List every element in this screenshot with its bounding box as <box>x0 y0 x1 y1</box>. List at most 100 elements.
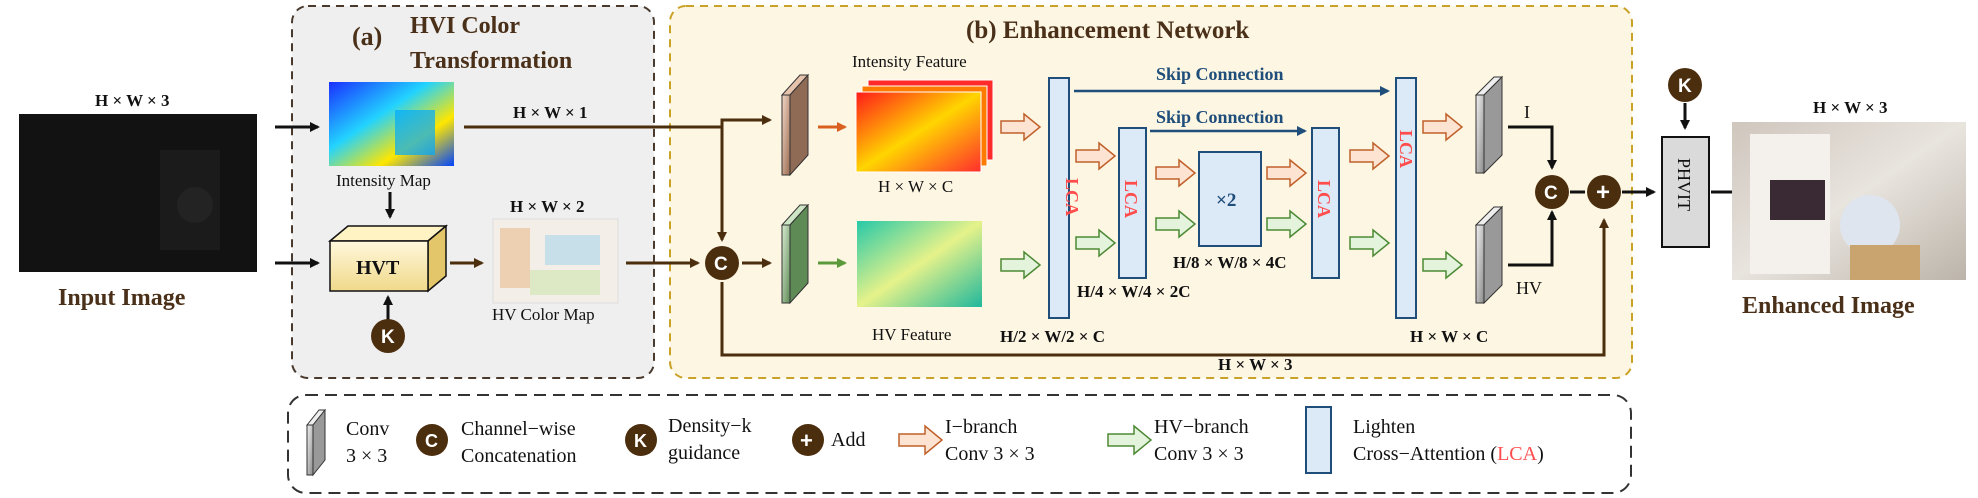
svg-text:K: K <box>381 327 395 348</box>
input-image <box>19 114 257 272</box>
lca-block-4 <box>1395 77 1417 319</box>
legend-density-1: Density−k <box>668 415 752 437</box>
concat-out-symbol: C <box>1535 175 1569 209</box>
hvbranch-conv-arrow-2 <box>1075 228 1117 258</box>
bottom-dims: H × W × 3 <box>1218 355 1292 374</box>
legend-lca-2b: LCA <box>1497 443 1538 465</box>
svg-text:C: C <box>714 254 728 275</box>
x2-label: ×2 <box>1216 190 1236 211</box>
legend-lca-2: Cross−Attention (LCA) <box>1353 443 1544 465</box>
x2-block <box>1198 151 1262 247</box>
concat-symbol: C <box>705 246 739 280</box>
panel-a-label: (a) <box>352 22 382 51</box>
arrow-i-to-concat-out <box>1508 125 1557 170</box>
skip-connection-2-label: Skip Connection <box>1156 107 1284 127</box>
hvbranch-conv-arrow-5 <box>1349 228 1391 258</box>
legend-conv-2: 3 × 3 <box>346 445 387 467</box>
arrow-hv-to-concat-out <box>1508 210 1557 267</box>
svg-text:+: + <box>1596 179 1610 206</box>
svg-text:C: C <box>1544 183 1558 204</box>
ibranch-conv-arrow-5 <box>1349 141 1391 171</box>
input-label: Input Image <box>58 285 186 311</box>
arrow-i-path <box>464 115 772 129</box>
lca-label-2: LCA <box>1121 180 1141 218</box>
ibranch-conv-arrow-4 <box>1266 158 1308 188</box>
legend-lca-2a: Cross−Attention ( <box>1353 443 1497 465</box>
legend-lca-icon <box>1305 406 1332 474</box>
ibranch-conv-arrow-2 <box>1075 141 1117 171</box>
lca-block-1 <box>1048 77 1070 319</box>
dims-quarter: H/4 × W/4 × 2C <box>1077 282 1191 301</box>
legend-ibranch-icon <box>898 424 944 456</box>
dims-eighth: H/8 × W/8 × 4C <box>1173 253 1287 272</box>
conv-out-i <box>1474 75 1504 175</box>
legend-hvbranch-2: Conv 3 × 3 <box>1154 443 1244 465</box>
hvt-block: HVT <box>327 224 449 293</box>
legend-density-icon: K <box>625 424 657 456</box>
lca-block-3 <box>1311 127 1340 279</box>
add-symbol: + <box>1587 175 1621 209</box>
bottom-skip-line <box>720 218 1609 357</box>
hvt-label: HVT <box>356 257 400 279</box>
panel-b-title: (b) Enhancement Network <box>966 17 1249 44</box>
ibranch-conv-arrow-6 <box>1422 112 1464 142</box>
hv-out-label: HV <box>1516 278 1542 298</box>
output-dims: H × W × 3 <box>1813 98 1887 117</box>
legend-ibranch-2: Conv 3 × 3 <box>945 443 1035 465</box>
intensity-feature-stack <box>855 79 994 173</box>
legend-ibranch-1: I−branch <box>945 416 1017 438</box>
svg-text:K: K <box>634 431 647 451</box>
legend-conv-1: Conv <box>346 418 389 440</box>
legend-conv-icon <box>305 408 327 477</box>
svg-text:+: + <box>800 428 813 453</box>
density-k-symbol: K <box>371 319 405 353</box>
ibranch-conv-arrow-1 <box>1000 112 1042 142</box>
i-dims: H × W × 1 <box>513 103 587 122</box>
dims-out: H × W × C <box>1410 327 1488 346</box>
legend-box <box>287 394 1632 494</box>
lca-label-3: LCA <box>1314 180 1334 218</box>
hvbranch-conv-arrow-3 <box>1155 209 1197 239</box>
hv-feature-label: HV Feature <box>872 325 951 344</box>
input-dims: H × W × 3 <box>95 91 169 110</box>
legend-add-icon: + <box>792 424 824 456</box>
legend-hvbranch-1: HV−branch <box>1154 416 1249 438</box>
lca-block-2 <box>1118 127 1147 279</box>
legend-lca-2c: ) <box>1537 443 1544 465</box>
lca-label-1: LCA <box>1062 178 1082 216</box>
hv-color-map-label: HV Color Map <box>492 305 595 324</box>
intensity-map-image <box>329 82 454 166</box>
lca-label-4: LCA <box>1396 130 1416 168</box>
hvbranch-conv-arrow-6 <box>1422 250 1464 280</box>
svg-text:C: C <box>425 431 438 451</box>
legend-hvbranch-icon <box>1107 424 1153 456</box>
phvit-label: PHVIT <box>1674 158 1694 211</box>
hv-feature-image <box>857 221 982 307</box>
legend-concat-1: Channel−wise <box>461 418 576 440</box>
intensity-feature-label: Intensity Feature <box>852 52 967 71</box>
hvbranch-conv-arrow-4 <box>1266 209 1308 239</box>
i-out-label: I <box>1524 102 1530 122</box>
legend-concat-2: Concatenation <box>461 445 577 467</box>
panel-a-title-1: HVI Color <box>410 13 520 39</box>
svg-text:K: K <box>1678 76 1692 97</box>
dims-half: H/2 × W/2 × C <box>1000 327 1105 346</box>
skip-connection-1-label: Skip Connection <box>1156 64 1284 84</box>
ibranch-conv-arrow-3 <box>1155 158 1197 188</box>
legend-add: Add <box>831 429 865 451</box>
legend-lca-1: Lighten <box>1353 416 1415 438</box>
panel-a-title-2: Transformation <box>410 48 572 74</box>
conv-block-hv <box>780 203 810 305</box>
output-label: Enhanced Image <box>1742 293 1915 319</box>
conv-block-i <box>780 73 810 177</box>
panel-b-box <box>669 5 1633 379</box>
legend-concat-icon: C <box>416 424 448 456</box>
legend-density-2: guidance <box>668 442 740 464</box>
intensity-map-label: Intensity Map <box>336 171 431 190</box>
hvbranch-conv-arrow-1 <box>1000 250 1042 280</box>
conv-out-hv <box>1474 205 1504 305</box>
density-k-symbol-2: K <box>1668 68 1702 102</box>
phvit-block <box>1661 136 1710 248</box>
intensity-feature-dims: H × W × C <box>878 177 953 196</box>
